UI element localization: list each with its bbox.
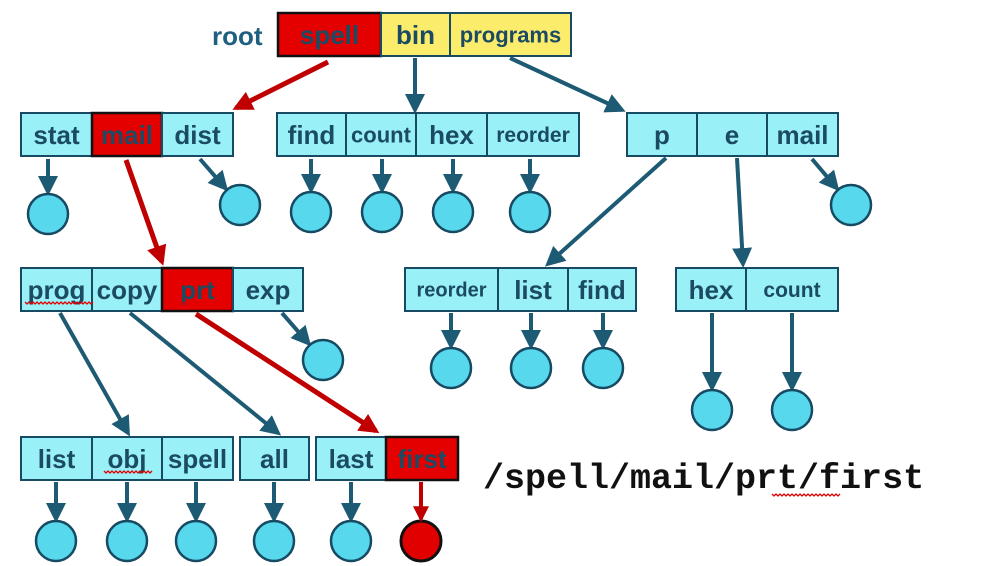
edge xyxy=(509,56,626,113)
cell-box-prog xyxy=(20,267,93,312)
leaf-node xyxy=(581,346,625,390)
leaf-node xyxy=(690,388,734,432)
cell-label-p: p xyxy=(654,120,670,150)
cell-label-reorder: reorder xyxy=(416,280,486,302)
cell-box-first xyxy=(384,435,460,482)
path-edges xyxy=(123,59,429,523)
node-p: reorder list find xyxy=(404,267,637,312)
cell-label-reorder: reorder xyxy=(496,124,570,147)
cell-label-first: first xyxy=(397,444,446,474)
spellcheck-underline xyxy=(771,493,841,497)
leaf-node xyxy=(429,346,473,390)
leaf-node xyxy=(431,190,475,234)
cell-label-last: last xyxy=(329,444,374,474)
path-edge xyxy=(232,59,330,111)
edge xyxy=(58,312,130,437)
spellcheck-underline xyxy=(24,301,94,305)
cell-label-prt: prt xyxy=(180,275,215,305)
cell-label-bin: bin xyxy=(396,20,435,50)
path-edge xyxy=(194,311,380,434)
cell-box-list xyxy=(497,267,569,312)
edge xyxy=(732,157,753,268)
cell-label-hex: hex xyxy=(429,120,474,150)
spellcheck-underline xyxy=(175,301,225,305)
cell-box-spell xyxy=(161,436,234,481)
cell-box-count xyxy=(745,267,839,312)
edges xyxy=(38,56,840,523)
cell-label-mail: mail xyxy=(101,120,153,150)
leaf-node xyxy=(509,346,553,390)
node-e: hex count xyxy=(675,267,839,312)
path-edge xyxy=(123,159,167,266)
cell-box-dist xyxy=(161,112,234,157)
edge xyxy=(545,156,668,267)
cell-label-list: list xyxy=(514,275,552,305)
node-bin: find count hex reorder xyxy=(276,112,580,157)
leaf-node xyxy=(34,519,78,563)
leaf-node xyxy=(26,192,70,236)
cell-box-count xyxy=(345,112,417,157)
cell-box-spell xyxy=(276,11,383,58)
cell-label-spell: spell xyxy=(168,444,227,474)
node-root: spell bin programs xyxy=(276,11,572,58)
cell-label-spell: spell xyxy=(300,20,359,50)
leaf-node xyxy=(252,519,296,563)
cell-box-programs xyxy=(449,12,572,57)
node-prog: list obj spell xyxy=(20,436,234,481)
leaf-node xyxy=(829,183,873,227)
cell-label-stat: stat xyxy=(33,120,80,150)
cell-label-hex: hex xyxy=(689,275,734,305)
cell-box-mail xyxy=(90,111,164,158)
path-label: /spell/mail/prt/first xyxy=(483,459,924,499)
node-copy: all xyxy=(239,436,310,481)
cell-label-all: all xyxy=(260,444,289,474)
cell-label-e: e xyxy=(725,120,739,150)
node-prt: last first xyxy=(315,435,460,482)
node-programs: p e mail xyxy=(626,112,839,157)
leaf-node xyxy=(218,183,262,227)
edge-to-leaf xyxy=(810,157,840,192)
cell-box-list xyxy=(20,436,93,481)
leaf-node xyxy=(105,519,149,563)
cell-label-copy: copy xyxy=(97,275,158,305)
cell-box-e xyxy=(696,112,768,157)
cell-label-find: find xyxy=(288,120,336,150)
leaf-node xyxy=(329,519,373,563)
leaf-node xyxy=(174,519,218,563)
cell-label-dist: dist xyxy=(174,120,221,150)
leaf-node xyxy=(289,190,333,234)
leaf-node xyxy=(360,190,404,234)
edge-to-leaf xyxy=(280,311,312,347)
root-label: root xyxy=(212,21,263,51)
cell-label-mail: mail xyxy=(776,120,828,150)
leaf-node xyxy=(508,190,552,234)
leaf-node xyxy=(301,338,345,382)
cell-label-list: list xyxy=(38,444,76,474)
cell-label-prog: prog xyxy=(28,275,86,305)
cell-label-find: find xyxy=(578,275,626,305)
cell-box-mail xyxy=(766,112,839,157)
cell-box-find xyxy=(567,267,637,312)
spellcheck-underlines xyxy=(24,301,841,497)
cell-box-reorder xyxy=(486,112,580,157)
leaf-nodes xyxy=(26,183,873,563)
cell-box-exp xyxy=(232,267,304,312)
leaf-node xyxy=(770,388,814,432)
cell-label-count: count xyxy=(763,279,820,302)
cell-label-count: count xyxy=(351,122,412,147)
cell-label-obj: obj xyxy=(108,444,147,474)
leaf-node-selected xyxy=(399,519,443,563)
cell-label-programs: programs xyxy=(460,22,561,47)
edge xyxy=(128,311,282,436)
cell-label-exp: exp xyxy=(246,275,291,305)
node-spell: stat mail dist xyxy=(20,111,234,158)
cell-box-all xyxy=(239,436,310,481)
spellcheck-underline xyxy=(103,470,153,474)
edge-to-leaf xyxy=(198,157,229,192)
